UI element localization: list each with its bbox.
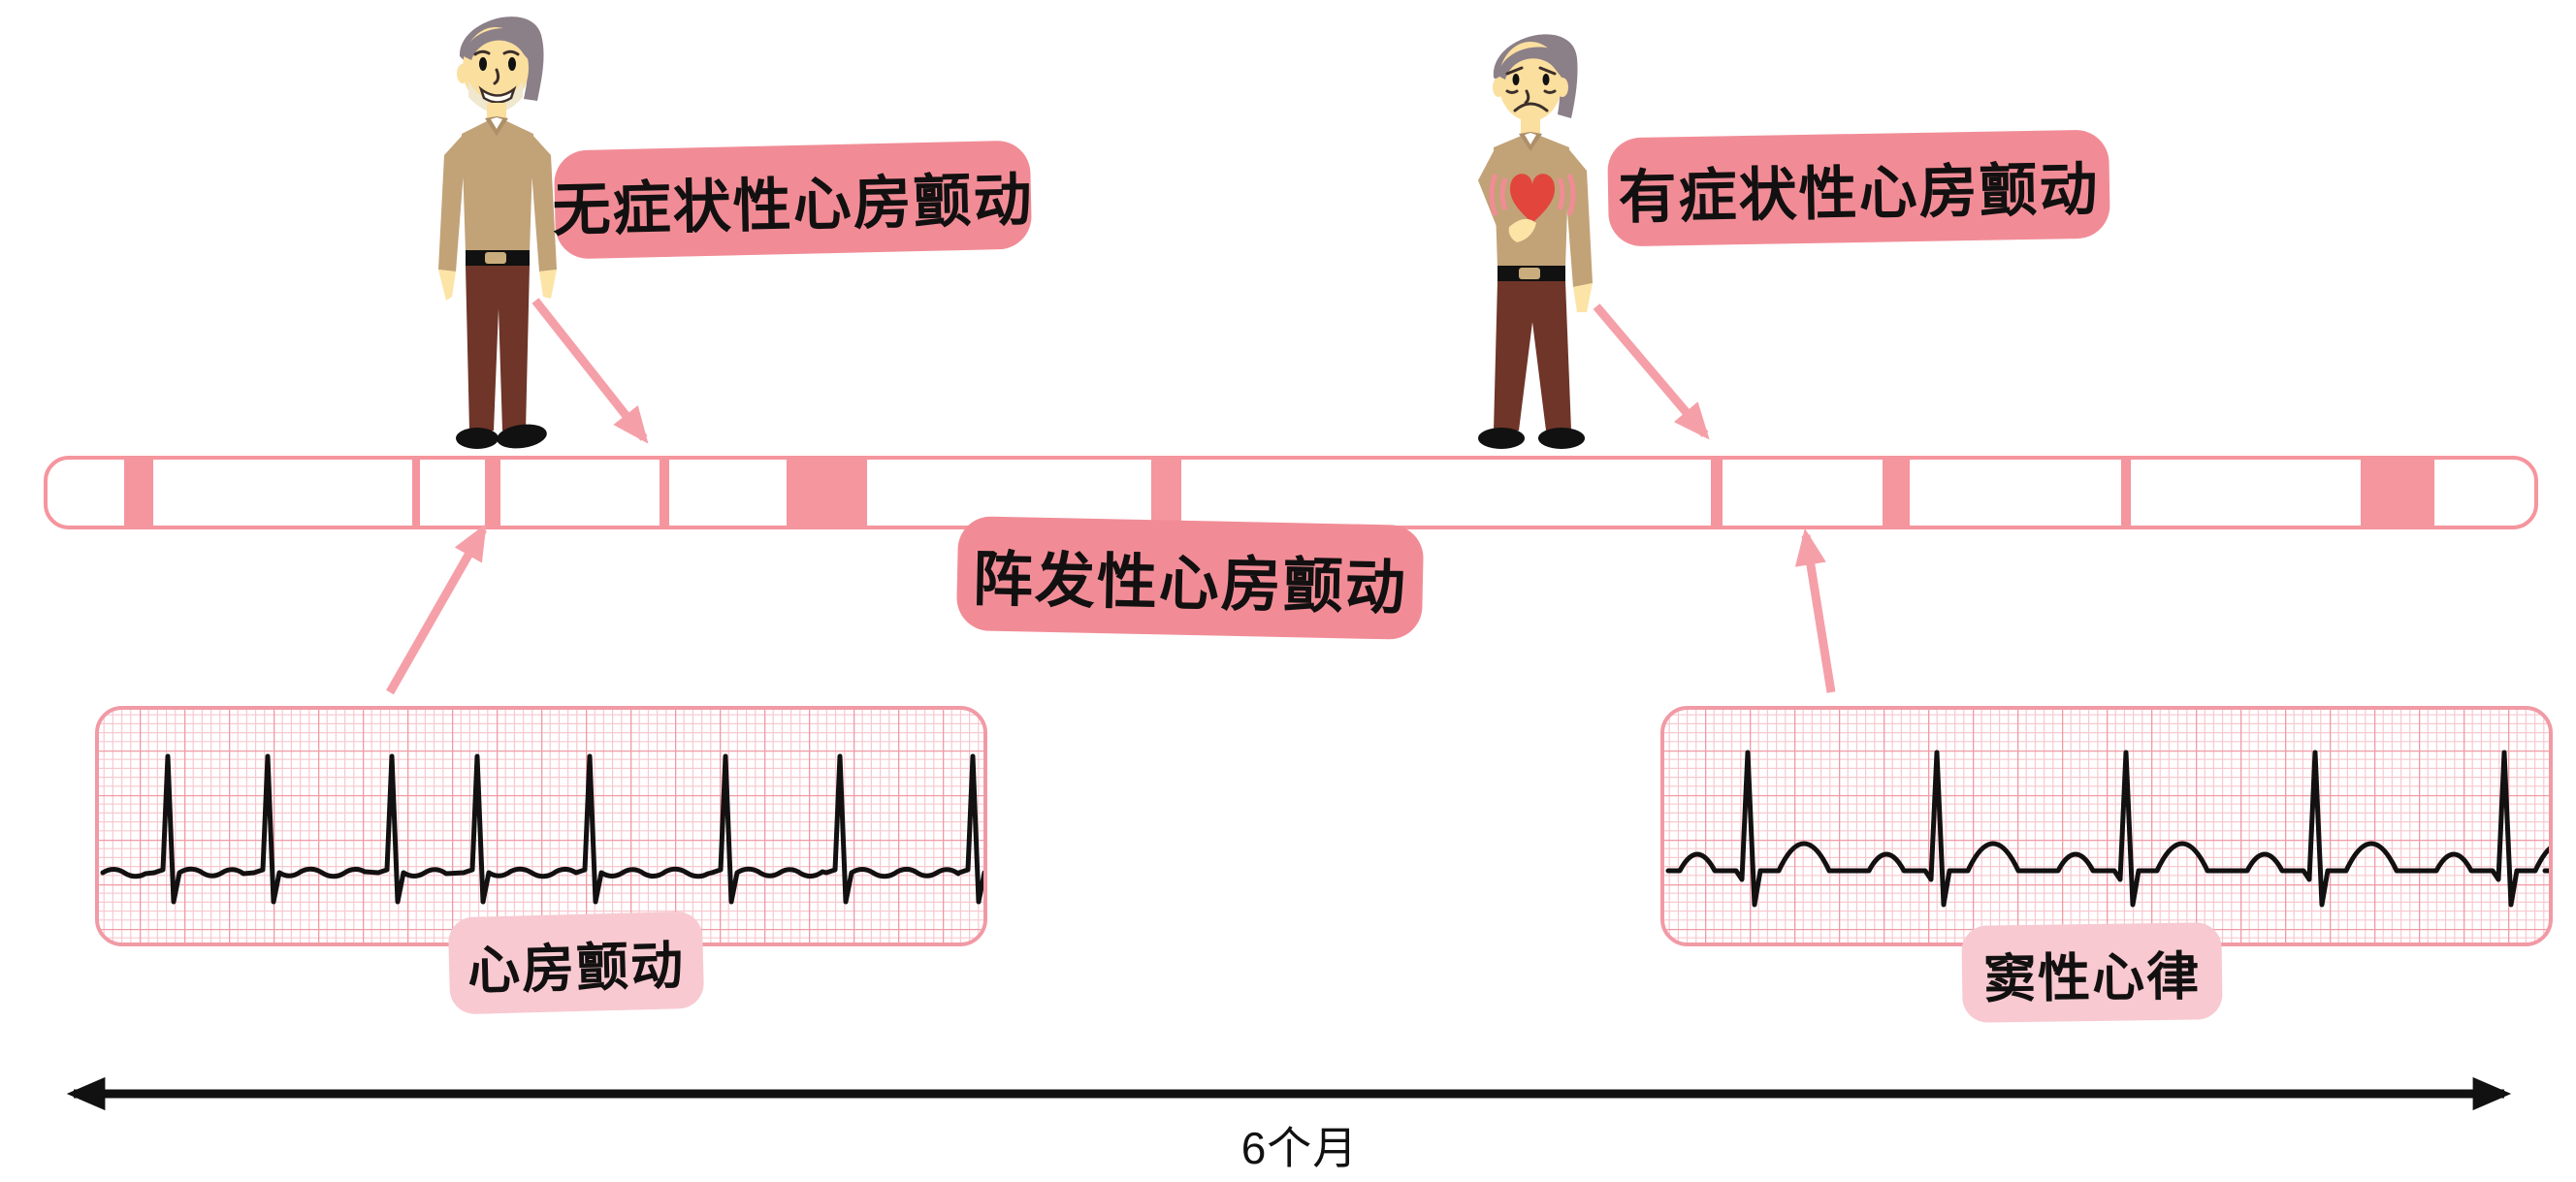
ecg-grid (1662, 708, 2551, 944)
ear (457, 64, 468, 83)
eye-left (1512, 74, 1520, 85)
label-asymptomatic-af-text: 无症状性心房颤动 (551, 166, 1035, 243)
af-episode-segment (786, 460, 868, 526)
hair-front (464, 27, 537, 68)
hand-left (438, 270, 456, 301)
smile-mouth (478, 85, 517, 104)
ecg-trace-af (100, 753, 987, 905)
label-af-ecg-text: 心房颤动 (467, 936, 686, 1001)
timeline-bar (44, 456, 2538, 529)
pants (1494, 281, 1571, 431)
af-episode-segment (1151, 460, 1182, 526)
label-symptomatic-af: 有症状性心房颤动 (1607, 129, 2110, 247)
shirt-torso (462, 116, 533, 252)
label-duration-text: 6个月 (1240, 1123, 1359, 1173)
hand-right (539, 270, 557, 299)
ear-left (1493, 78, 1504, 97)
label-paroxysmal-af-text: 阵发性心房颤动 (972, 546, 1408, 623)
af-episode-stripes (48, 460, 2534, 526)
neck (1521, 118, 1540, 134)
heart-pulse-lines (1489, 174, 1576, 216)
af-episode-segment (411, 460, 420, 526)
af-episode-segment (2360, 460, 2435, 526)
arm-right (531, 134, 557, 272)
beard (468, 81, 523, 112)
af-episode-segment (2121, 460, 2132, 526)
man-worried (1478, 34, 1593, 449)
eyebrows (473, 49, 520, 56)
ecg-sinus-strip (1660, 706, 2553, 946)
ecg-trace-sinus (1665, 750, 2553, 908)
af-episode-segment (1711, 460, 1723, 526)
label-sinus-ecg: 窦性心律 (1961, 922, 2223, 1023)
heart-icon (1509, 174, 1556, 223)
label-duration: 6个月 (1106, 1113, 1494, 1177)
figure-symptomatic-man (1478, 34, 1593, 449)
arm-left (438, 134, 464, 272)
figure-asymptomatic-man (438, 16, 557, 449)
af-episode-segment (1883, 460, 1911, 526)
collar-inner (1525, 133, 1536, 144)
af-episode-segment (659, 460, 669, 526)
label-sinus-ecg-text: 窦性心律 (1982, 946, 2202, 1009)
eyebrows-sad (1505, 66, 1557, 76)
wrinkles (1505, 89, 1557, 105)
arrow-ecg-sinus-to-bar (1794, 527, 1836, 693)
af-episode-segment (485, 460, 501, 526)
frown-mouth (1513, 102, 1549, 112)
nose (493, 68, 500, 85)
shoe-left (456, 428, 499, 449)
label-af-ecg: 心房颤动 (447, 910, 705, 1015)
label-paroxysmal-af: 阵发性心房颤动 (955, 515, 1425, 641)
ecg-af-strip (95, 706, 987, 946)
shoe-right (1538, 428, 1585, 449)
label-symptomatic-af-text: 有症状性心房颤动 (1618, 156, 2101, 230)
label-asymptomatic-af: 无症状性心房颤动 (551, 140, 1035, 260)
hair-front (1497, 47, 1571, 87)
belt-buckle (1519, 268, 1540, 279)
collar-inner (491, 117, 502, 129)
neck (487, 103, 506, 120)
eye-right (1542, 74, 1550, 85)
ear-right (1557, 78, 1568, 97)
shoe-left (1478, 428, 1525, 449)
pants (466, 266, 530, 431)
arrow-ecg-af-to-bar (386, 523, 487, 695)
hand-right (1573, 283, 1593, 312)
man-happy (438, 16, 557, 449)
hand-on-chest (1508, 218, 1536, 242)
af-episode-segment (123, 460, 153, 526)
eye-right (508, 57, 516, 71)
arm-right (1565, 147, 1593, 287)
ecg-grid (97, 708, 985, 944)
eye-left (479, 57, 487, 71)
belt-buckle (485, 252, 506, 264)
